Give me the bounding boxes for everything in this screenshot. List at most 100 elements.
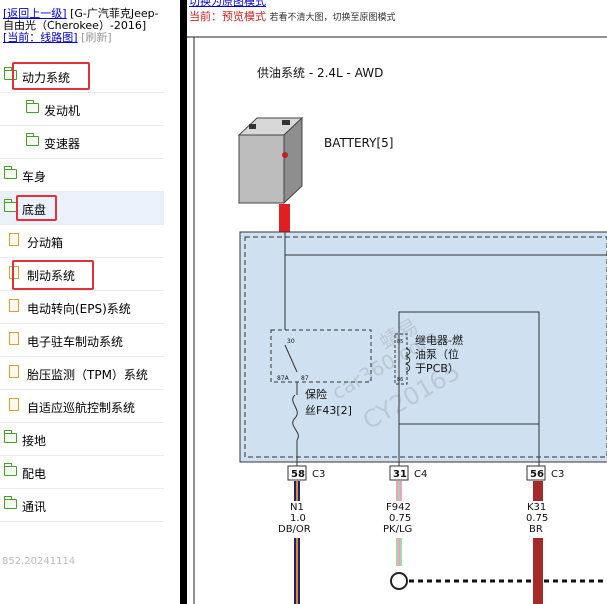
connector-pin-label: 56 — [530, 469, 544, 480]
mode-hint: 若看不清大图，切换至原图模式 — [269, 13, 396, 23]
relay-box — [398, 311, 540, 425]
wire-code: F942 — [386, 502, 411, 513]
tree-item-label: 分动箱 — [27, 236, 64, 250]
tree-item-body[interactable]: 车身 — [0, 159, 164, 192]
current-value[interactable]: 线路图] — [40, 31, 78, 44]
tree-item-chassis[interactable]: 底盘 — [0, 192, 164, 225]
footer-code: 852.20241114 — [2, 556, 76, 567]
highlight-box — [16, 195, 57, 221]
tree-item-label: 变速器 — [44, 137, 81, 151]
wire-br — [533, 481, 543, 501]
back-link[interactable]: [返回上一级] — [3, 7, 67, 20]
pin-85: 85 — [397, 339, 403, 345]
tree-item-transfer-case[interactable]: 分动箱 — [0, 225, 164, 258]
tree-item-eps[interactable]: 电动转向(EPS)系统 — [0, 291, 164, 324]
vehicle-title: [G-广汽菲克Jeep-自由光（Cherokee）-2016] — [3, 7, 159, 32]
tree-item-acc[interactable]: 自适应巡航控制系统 — [0, 390, 164, 423]
tree-item-label: 发动机 — [44, 104, 81, 118]
tree-item-transmission[interactable]: 变速器 — [0, 126, 164, 159]
wire-gauge: 1.0 — [290, 513, 306, 524]
connector-name: C3 — [312, 469, 325, 480]
relay-label-2: 油泵（位 — [415, 347, 459, 361]
tree-item-label: 接地 — [22, 434, 47, 448]
battery-label: BATTERY[5] — [324, 136, 393, 150]
page-icon — [9, 398, 19, 411]
relay-switch-box — [270, 329, 372, 383]
battery-icon — [237, 116, 304, 205]
connector-pin-label: 31 — [393, 469, 407, 480]
wire-color: PK/LG — [383, 524, 412, 535]
wire-code: K31 — [527, 502, 546, 513]
tree-item-epb[interactable]: 电子驻车制动系统 — [0, 324, 164, 357]
tree-item-power-distribution[interactable]: 配电 — [0, 456, 164, 489]
tree-item-label: 电子驻车制动系统 — [27, 335, 124, 349]
connector-pin-58 — [287, 465, 307, 481]
tree-item-label: 电动转向(EPS)系统 — [27, 302, 131, 316]
mode-value: 预览模式 — [222, 10, 266, 23]
tree-item-label: 动力系统 — [22, 71, 71, 85]
tree: 动力系统 发动机 变速器 车身 底盘 分动箱 制动系统 — [0, 60, 164, 522]
page-icon — [9, 266, 19, 279]
relay-label-3: 于PCB） — [415, 362, 459, 375]
tree-item-label: 自适应巡航控制系统 — [27, 401, 136, 415]
wire-color: BR — [529, 524, 543, 535]
connector-name: C3 — [551, 469, 564, 480]
refresh-link[interactable]: [刷新] — [81, 31, 112, 44]
wiring-diagram: 供油系统 - 2.4L - AWD BATTERY[5] 30 87A 87 保… — [187, 36, 607, 604]
pin-86: 86 — [397, 377, 403, 383]
wire-color: DB/OR — [278, 524, 311, 535]
page-icon — [9, 332, 19, 345]
tree-item-powertrain[interactable]: 动力系统 — [0, 60, 164, 93]
tree-item-label: 制动系统 — [27, 269, 76, 283]
relay-coil-icon — [404, 347, 411, 373]
relay-label-1: 继电器-燃 — [415, 333, 463, 347]
page-icon — [9, 233, 19, 246]
folder-icon — [25, 133, 39, 146]
panel-divider[interactable] — [180, 0, 187, 604]
module-box-dashed — [244, 236, 607, 458]
tree-item-tpm[interactable]: 胎压监测（TPM）系统 — [0, 357, 164, 390]
folder-icon — [3, 463, 17, 476]
tree-item-label: 胎压监测（TPM）系统 — [27, 368, 148, 382]
tree-item-label: 底盘 — [22, 203, 47, 217]
wire-gauge: 0.75 — [389, 513, 411, 524]
pin-87a: 87A — [277, 375, 290, 382]
fuse-label-2: 丝F43[2] — [305, 404, 352, 417]
page-icon — [9, 299, 19, 312]
tree-item-brake-system[interactable]: 制动系统 — [0, 258, 164, 291]
switch-original-link[interactable]: 切换为原图模式 — [189, 0, 266, 8]
page-icon — [9, 365, 19, 378]
connector-pin-56 — [526, 465, 546, 481]
wire-code: N1 — [290, 502, 304, 513]
folder-icon — [3, 67, 17, 80]
tree-item-communication[interactable]: 通讯 — [0, 489, 164, 522]
mode-line: 当前：预览模式 若看不清大图，切换至原图模式 — [189, 8, 396, 24]
battery-wire — [279, 204, 290, 232]
splice-point — [390, 572, 408, 590]
folder-icon — [25, 100, 39, 113]
tree-item-label: 配电 — [22, 467, 47, 481]
pin-30: 30 — [287, 338, 295, 345]
tree-item-ground[interactable]: 接地 — [0, 423, 164, 456]
main-panel: 切换为原图模式 当前：预览模式 若看不清大图，切换至原图模式 供油系统 - 2.… — [187, 0, 607, 604]
sidebar-header: [返回上一级] [G-广汽菲克Jeep-自由光（Cherokee）-2016] … — [0, 0, 168, 44]
tree-item-label: 通讯 — [22, 500, 47, 514]
connector-name: C4 — [414, 469, 427, 480]
diagram-title: 供油系统 - 2.4L - AWD — [257, 66, 383, 80]
highlight-box — [12, 260, 94, 290]
current-prefix[interactable]: [当前： — [3, 31, 41, 44]
tree-item-engine[interactable]: 发动机 — [0, 93, 164, 126]
connector-pin-label: 58 — [291, 469, 305, 480]
fuse-symbol — [292, 394, 299, 441]
wire-gauge: 0.75 — [526, 513, 548, 524]
sidebar: [返回上一级] [G-广汽菲克Jeep-自由光（Cherokee）-2016] … — [0, 0, 168, 604]
tree-item-label: 车身 — [22, 170, 47, 184]
connector-pin-31 — [389, 465, 409, 481]
folder-icon — [3, 166, 17, 179]
folder-icon — [3, 430, 17, 443]
fuse-label-1: 保险 — [305, 387, 327, 401]
mode-prefix: 当前： — [189, 10, 222, 23]
highlight-box — [12, 62, 90, 90]
pin-87: 87 — [301, 375, 309, 382]
folder-icon — [3, 496, 17, 509]
